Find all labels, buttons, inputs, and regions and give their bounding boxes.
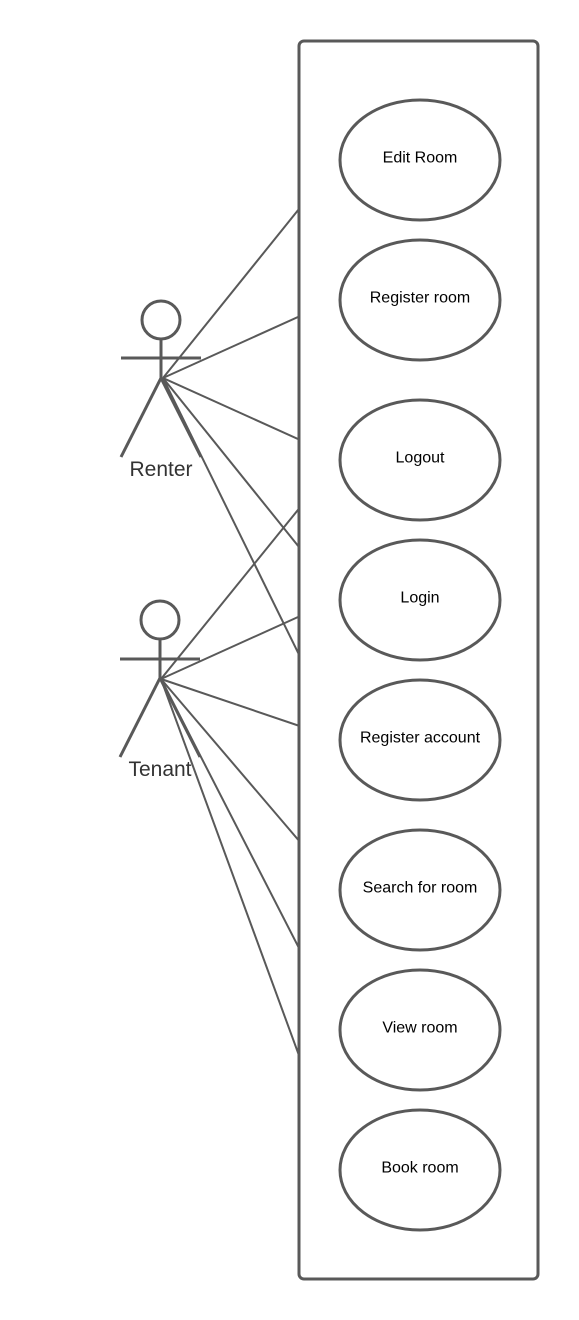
actor-renter: Renter: [119, 299, 203, 481]
use-case-ellipse: [338, 1108, 502, 1232]
use-case-label: Register account: [360, 730, 481, 747]
use-case-view-room: View room: [338, 968, 502, 1092]
use-case-ellipse: [338, 968, 502, 1092]
actor-head: [139, 599, 181, 641]
use-case-register-account: Register account: [338, 678, 502, 802]
actor-left-leg: [118, 677, 162, 758]
use-case-ellipse: [338, 238, 502, 362]
use-case-register-room: Register room: [338, 238, 502, 362]
use-case-label: Logout: [396, 450, 445, 467]
use-case-ellipse: [338, 538, 502, 662]
use-case-label: Register room: [370, 290, 470, 307]
use-case-label: Edit Room: [383, 150, 458, 167]
use-case-ellipse: [338, 398, 502, 522]
use-case-logout: Logout: [338, 398, 502, 522]
actor-right-leg: [158, 677, 202, 758]
use-case-label: Login: [400, 590, 439, 607]
use-case-label: Book room: [381, 1160, 458, 1177]
use-case-label: Search for room: [363, 880, 478, 897]
use-case-label: View room: [382, 1020, 457, 1037]
actor-tenant: Tenant: [118, 599, 202, 781]
use-case-ellipse: [338, 828, 502, 952]
actor-left-leg: [119, 377, 163, 458]
use-case-search-for-room: Search for room: [338, 828, 502, 952]
use-case-login: Login: [338, 538, 502, 662]
actor-head: [140, 299, 182, 341]
use-case-edit-room: Edit Room: [338, 98, 502, 222]
use-case-ellipse: [338, 98, 502, 222]
actor-label: Tenant: [128, 758, 191, 781]
actor-label: Renter: [129, 458, 192, 481]
use-case-ellipse: [338, 678, 502, 802]
use-case-book-room: Book room: [338, 1108, 502, 1232]
actor-right-leg: [159, 377, 203, 458]
